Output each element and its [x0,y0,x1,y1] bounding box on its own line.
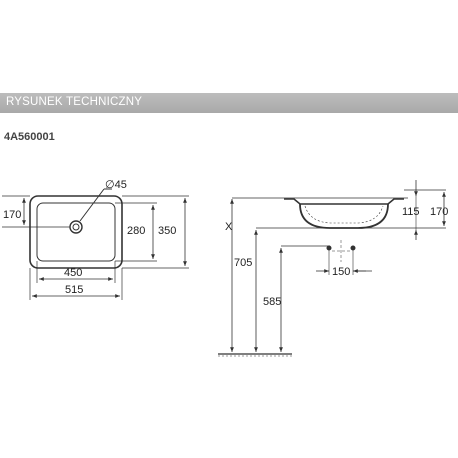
dim-pipe-height: 585 [263,296,281,308]
dim-drain-height: 705 [234,257,252,269]
basin-bowl [299,203,389,229]
dim-outer-depth: 350 [158,225,176,237]
dim-drain-diameter: ∅45 [105,179,127,191]
dim-total-depth: 170 [430,206,448,218]
section-title: RYSUNEK TECHNICZNY [6,96,143,108]
dim-inner-depth: 280 [127,225,145,237]
dim-drain-offset: 170 [3,209,21,221]
pipe-connection-left [326,245,332,251]
dim-variable-height: X [225,221,233,233]
dim-inner-width: 450 [64,267,82,279]
basin-outer-outline [29,195,123,269]
drain-hole-inner [72,223,80,231]
basin-bowl-inner [304,205,384,224]
top-view [2,188,189,300]
basin-rim [284,198,404,205]
basin-inner-outline [36,202,116,262]
drain-hole-outer [69,220,83,234]
dim-bowl-depth: 115 [402,206,420,218]
side-view [218,180,446,357]
section-banner: RYSUNEK TECHNICZNY [0,93,458,113]
pipe-connection-right [350,245,356,251]
dim-outer-width: 515 [65,284,83,296]
product-code: 4A560001 [4,131,55,143]
dim-pipe-spacing: 150 [332,266,350,278]
